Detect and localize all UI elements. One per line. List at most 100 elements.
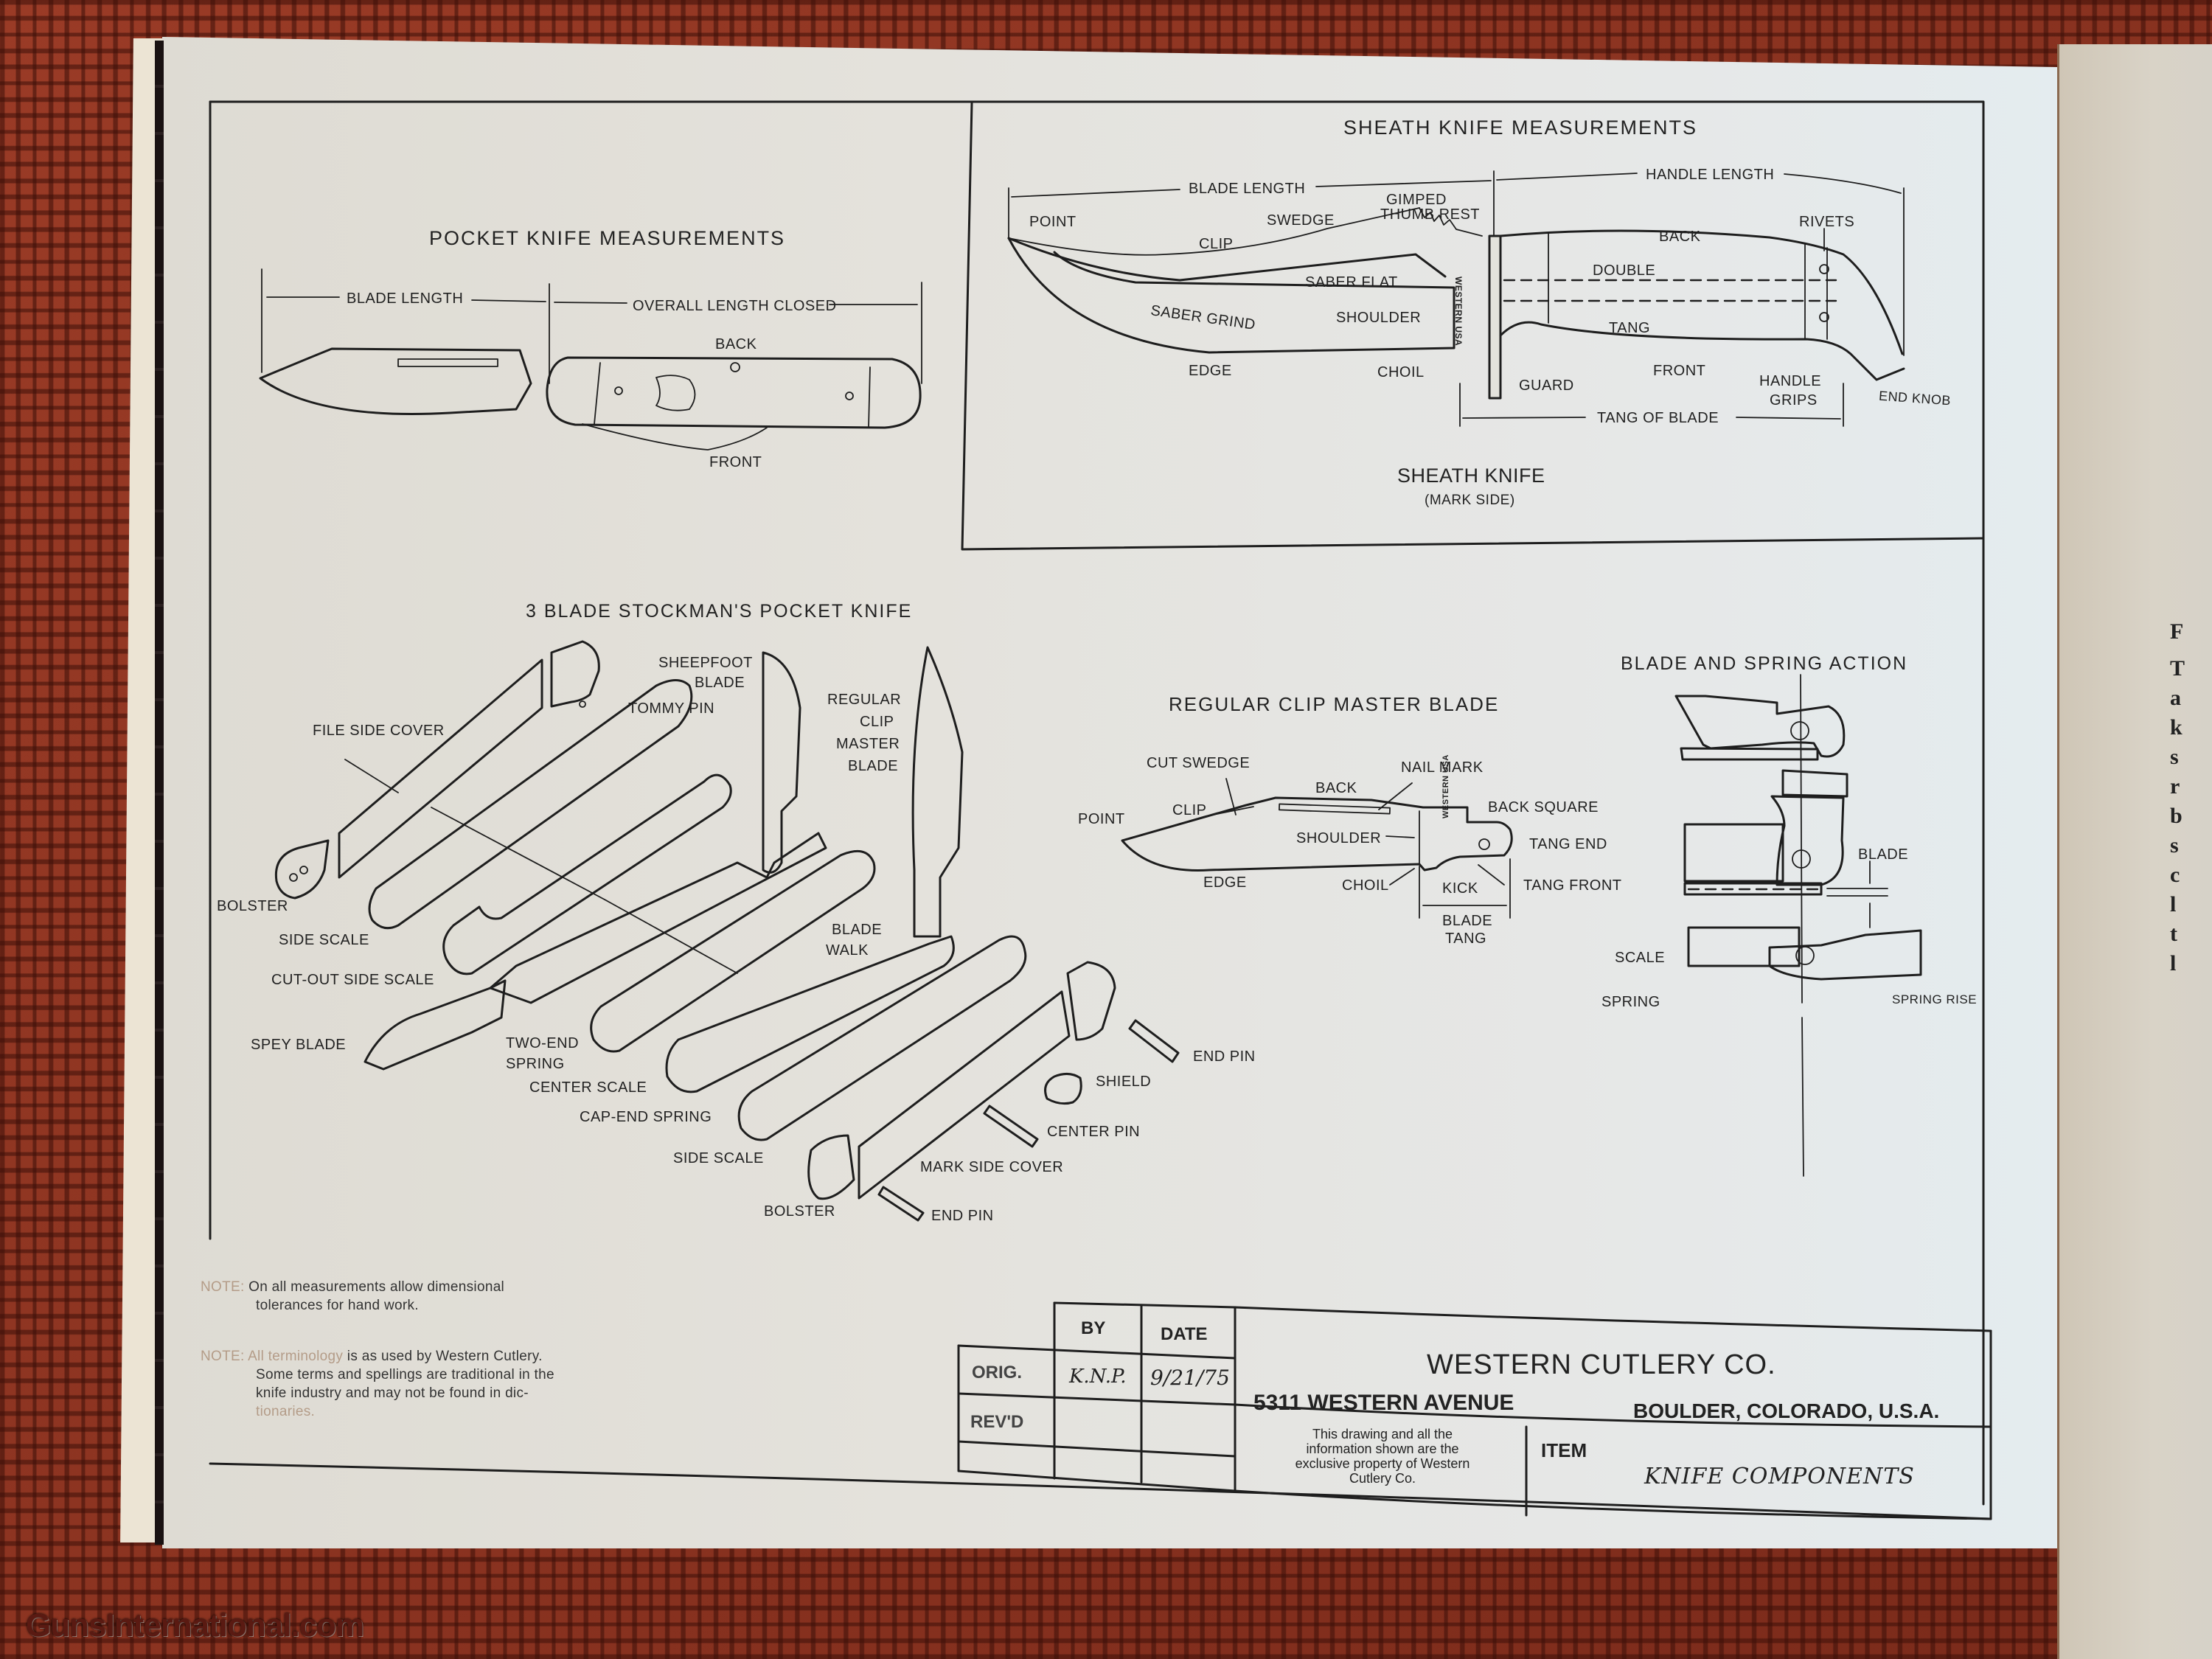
sheath-clip	[1007, 237, 1447, 282]
shield-part	[1044, 1073, 1082, 1105]
assembly-line	[431, 807, 605, 900]
sheepfoot-blade-label-1: SHEEPFOOT	[658, 655, 753, 671]
tommy-pin-bolster	[550, 640, 600, 708]
cap-end-spring-part	[665, 935, 955, 1093]
clip-master-title: REGULAR CLIP MASTER BLADE	[1169, 693, 1500, 715]
gimped-thumb-rest	[1419, 207, 1483, 237]
center-pin-part	[983, 1105, 1039, 1148]
tb-orig-label: ORIG.	[972, 1363, 1023, 1382]
clip-choil-label: CHOIL	[1342, 877, 1389, 894]
tang-of-blade-arrow	[1462, 417, 1586, 419]
binding-edge	[155, 41, 164, 1545]
cap-end-spring-label: CAP-END SPRING	[580, 1109, 712, 1125]
spring-bar-open	[1680, 747, 1819, 761]
spey-blade-label: SPEY BLADE	[251, 1037, 347, 1053]
rivet	[1819, 312, 1829, 322]
file-side-cover	[338, 658, 543, 879]
tang-of-blade-arrow	[1736, 417, 1841, 420]
tang-front-arrow	[1478, 864, 1505, 886]
pocket-front-label: FRONT	[709, 454, 762, 470]
tb-disclaimer-line: This drawing and all the	[1312, 1427, 1453, 1441]
spring-action-blade-label: BLADE	[1858, 846, 1909, 863]
spring-action-title: BLADE AND SPRING ACTION	[1621, 653, 1908, 674]
file-side-cover-leader	[344, 759, 399, 793]
blade-tang-label-2: TANG	[1445, 931, 1487, 947]
note-line: tionaries.	[256, 1404, 316, 1419]
pin-hole	[289, 873, 298, 882]
nail-mark-label: NAIL MARK	[1401, 759, 1484, 776]
assembly-line	[604, 899, 738, 974]
handle-length-arrow	[1496, 173, 1638, 181]
tb-row	[957, 1392, 1992, 1428]
shield	[655, 375, 696, 411]
tb-address: 5311 WESTERN AVENUE	[1253, 1391, 1514, 1415]
choil-arrow	[1389, 868, 1415, 886]
bolster-part	[274, 839, 330, 900]
outer-border	[209, 100, 1985, 1506]
blade-walk-label-1: BLADE	[832, 922, 883, 938]
facing-page-text: b	[2170, 804, 2183, 828]
facing-page-text: t	[2170, 922, 2177, 946]
facing-page-text: k	[2170, 715, 2183, 740]
kick-label: KICK	[1442, 880, 1478, 897]
pivot	[1795, 946, 1815, 965]
pocket-handle	[546, 356, 922, 429]
file-side-cover-label: FILE SIDE COVER	[313, 723, 445, 739]
sheath-blade-outline	[1007, 237, 1455, 354]
cut-swedge-label: CUT SWEDGE	[1147, 755, 1251, 771]
end-pin-part	[1128, 1019, 1180, 1063]
blade-stub	[1781, 769, 1848, 798]
tommy-pin	[579, 700, 586, 708]
mark-side-cover-part	[858, 990, 1071, 1200]
tang-front-label: TANG FRONT	[1523, 877, 1622, 894]
pin	[614, 386, 623, 395]
note-prefix: NOTE:	[201, 1279, 245, 1295]
pocket-knife-title: POCKET KNIFE MEASUREMENTS	[429, 227, 786, 249]
shoulder-arrow	[1385, 835, 1415, 838]
bolster-line	[594, 362, 601, 425]
tb-date-header: DATE	[1161, 1324, 1208, 1344]
center-scale-label: CENTER SCALE	[529, 1079, 647, 1096]
sheath-handle-grips-label: HANDLE	[1759, 373, 1822, 389]
sheath-handle-length-label: HANDLE LENGTH	[1646, 167, 1775, 183]
sheath-blade-length-label: BLADE LENGTH	[1189, 181, 1306, 197]
sheath-knife-subcaption: (MARK SIDE)	[1425, 493, 1515, 508]
pocket-blade	[259, 347, 532, 415]
rivet	[1819, 264, 1829, 274]
tb-orig-by: K.N.P.	[1069, 1366, 1127, 1388]
sheath-guard-label: GUARD	[1519, 378, 1574, 394]
blade-tang-mid	[1770, 795, 1845, 886]
blade-tang-closed	[1768, 929, 1922, 981]
cut-out-side-scale-part	[442, 773, 732, 975]
sheath-tang-of-blade-label: TANG OF BLADE	[1597, 410, 1719, 426]
regular-clip-master-label-3: MASTER	[836, 736, 900, 752]
sheath-knife-title: SHEATH KNIFE MEASUREMENTS	[1343, 116, 1698, 139]
facing-page-text: s	[2170, 745, 2179, 769]
sheath-swedge-label: SWEDGE	[1267, 212, 1335, 229]
sheath-shoulder-label: SHOULDER	[1336, 310, 1422, 326]
two-end-spring-part	[489, 832, 827, 1004]
handle-top	[1499, 229, 1904, 355]
note-terminology: NOTE: All terminology is as used by West…	[201, 1347, 554, 1421]
sheath-box	[961, 102, 1985, 551]
shield-label: SHIELD	[1096, 1074, 1152, 1090]
handle-bottom	[1499, 321, 1905, 381]
note-prefix: NOTE: All terminology	[201, 1349, 344, 1364]
watermark: GunsInternational.com	[26, 1607, 364, 1644]
tb-by-header: BY	[1081, 1318, 1106, 1338]
pin	[730, 362, 740, 372]
tb-row	[957, 1440, 1237, 1458]
tb-revd-label: REV'D	[970, 1412, 1024, 1432]
clip-nail-mark	[1279, 803, 1391, 815]
sheepfoot-blade-label-2: BLADE	[695, 675, 745, 691]
two-end-spring-label-1: TWO-END	[506, 1035, 580, 1051]
note-line: is as used by Western Cutlery.	[347, 1349, 543, 1364]
back-square-label: BACK SQUARE	[1488, 799, 1599, 815]
blade-tang-open	[1674, 695, 1846, 758]
second-blade	[582, 423, 768, 451]
tb-row	[957, 1344, 1237, 1360]
